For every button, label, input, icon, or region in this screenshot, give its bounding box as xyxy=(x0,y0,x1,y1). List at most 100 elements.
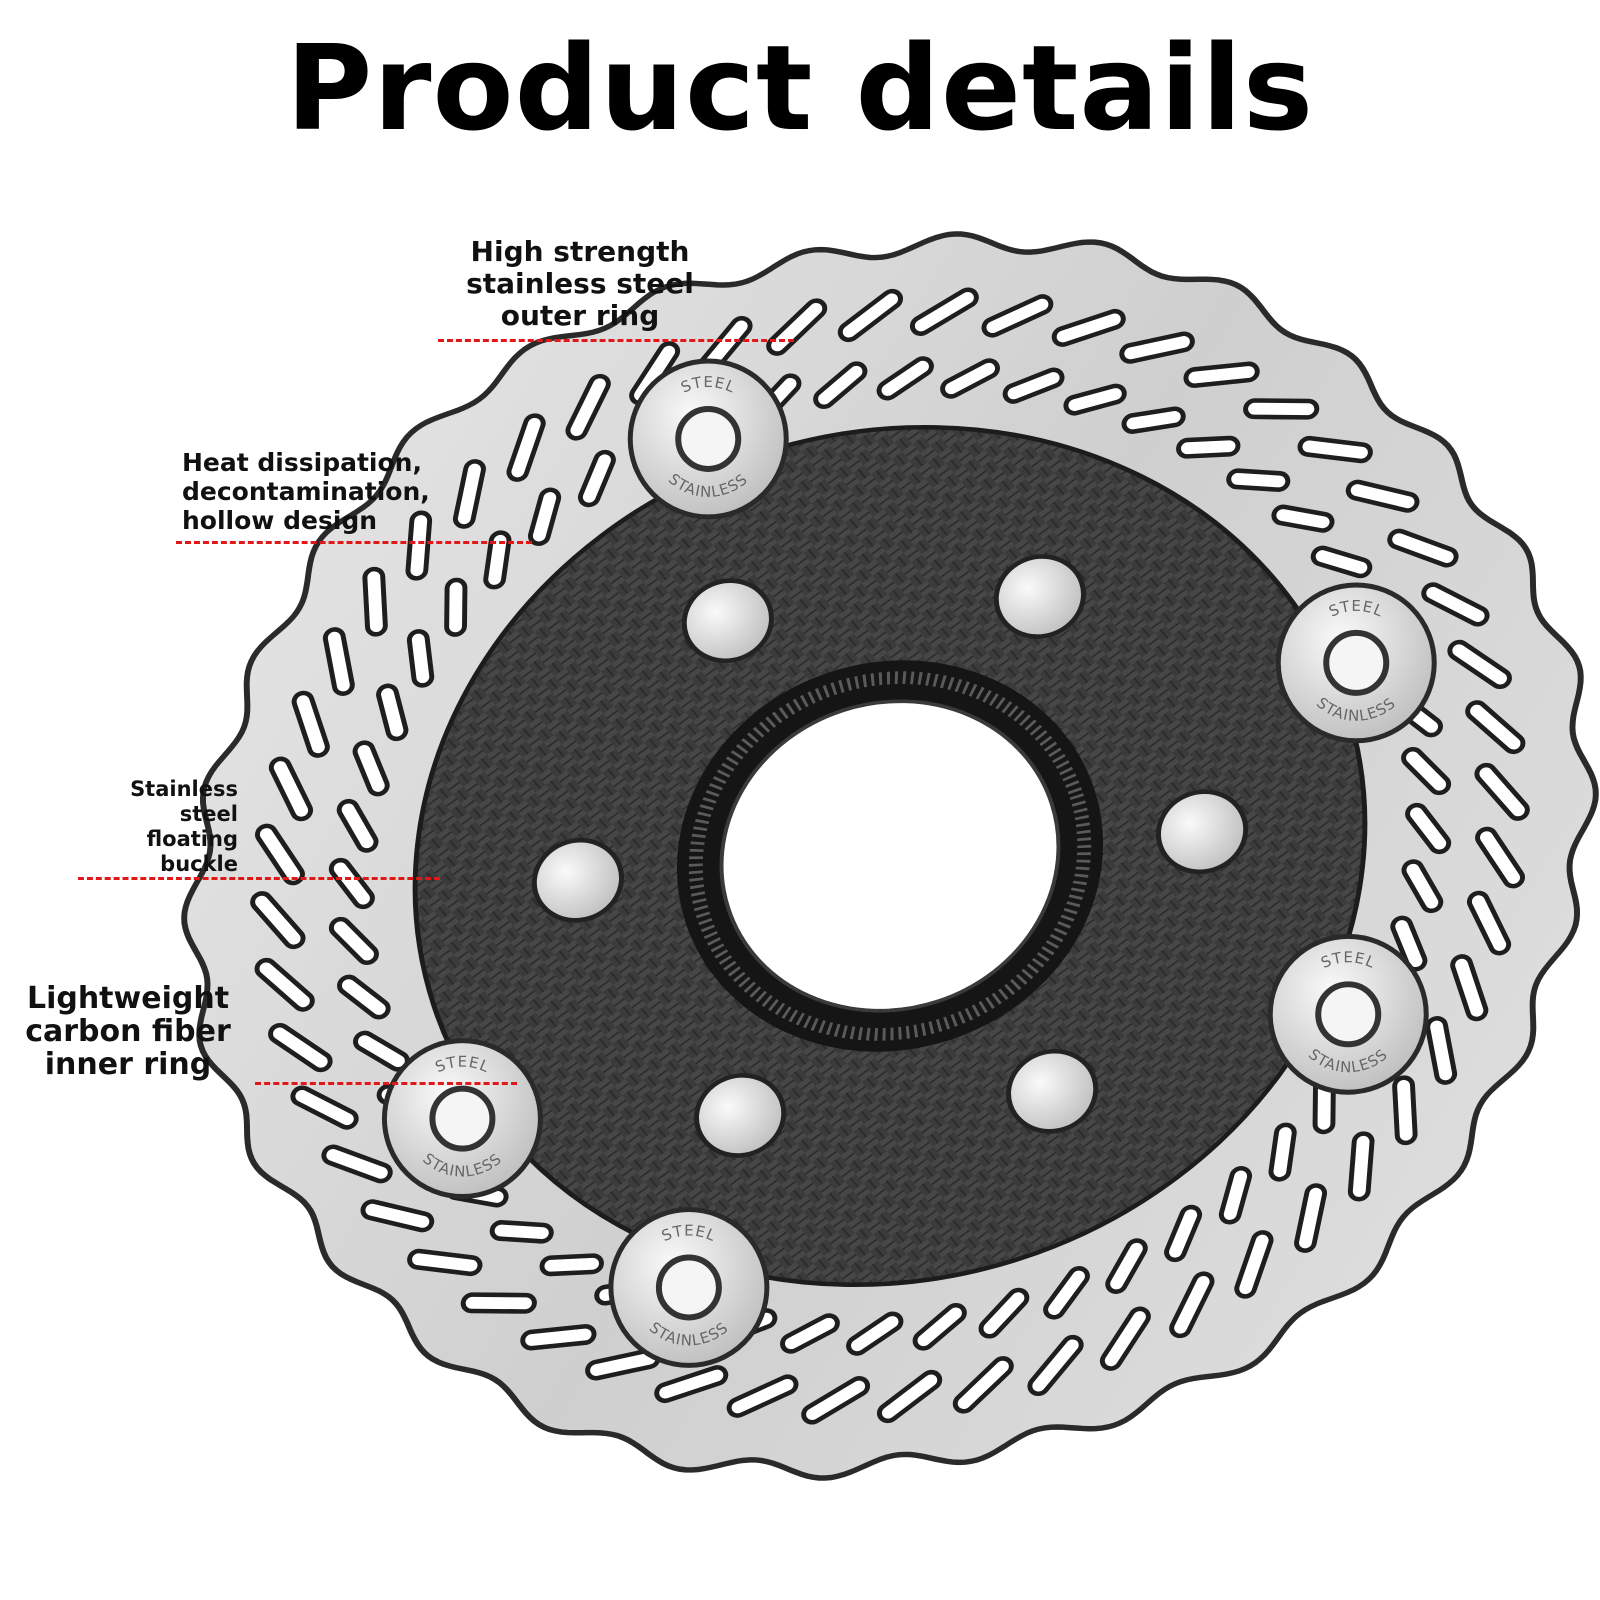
slot xyxy=(654,1365,729,1404)
slot xyxy=(406,629,435,688)
slot xyxy=(1105,1238,1148,1294)
label-line: carbon fiber xyxy=(25,1014,231,1049)
label-outer-ring: High strength stainless steel outer ring xyxy=(430,236,730,332)
leader-line-floating-buckle xyxy=(78,877,440,880)
slot xyxy=(909,287,979,336)
label-heat-dissipation: Heat dissipation, decontamination, hollo… xyxy=(182,448,482,535)
label-line: Stainless xyxy=(130,777,238,801)
slot xyxy=(1243,398,1320,420)
slot xyxy=(1218,1166,1253,1225)
slot xyxy=(1390,915,1428,972)
label-line: Heat dissipation, xyxy=(182,448,422,477)
buckle-hole xyxy=(429,1085,496,1152)
slot xyxy=(1176,435,1241,459)
slot xyxy=(336,798,379,853)
slot xyxy=(1450,954,1489,1022)
slot xyxy=(940,358,1000,399)
slot xyxy=(527,487,562,546)
buckle-hole xyxy=(675,405,742,472)
slot xyxy=(268,1022,333,1073)
leader-line-outer-ring xyxy=(438,339,794,342)
slot xyxy=(460,1292,537,1314)
label-line: High strength xyxy=(470,235,690,268)
slot xyxy=(322,627,355,696)
slot xyxy=(780,1313,840,1354)
slot xyxy=(539,1253,604,1277)
leader-line-heat-dissipation xyxy=(176,541,532,544)
slot xyxy=(1466,890,1512,956)
bolt xyxy=(1006,1048,1099,1134)
slot xyxy=(254,957,315,1012)
slot xyxy=(1425,1016,1458,1085)
slot xyxy=(1027,1334,1084,1397)
slot xyxy=(1271,504,1335,533)
slot xyxy=(801,1376,871,1425)
slot xyxy=(577,449,616,508)
bolt xyxy=(993,554,1086,639)
slot xyxy=(444,577,468,637)
slot xyxy=(489,1220,554,1244)
slot xyxy=(1345,479,1420,513)
label-line: steel xyxy=(179,802,238,826)
slot xyxy=(321,1144,393,1184)
slot xyxy=(483,530,512,590)
label-line: hollow design xyxy=(182,506,378,535)
slot xyxy=(1405,802,1452,855)
slot xyxy=(565,373,611,441)
slot xyxy=(1226,468,1291,492)
slot xyxy=(1169,1271,1215,1339)
slot xyxy=(1268,1122,1297,1182)
slot xyxy=(1119,331,1195,364)
label-line: inner ring xyxy=(44,1047,212,1082)
slot xyxy=(1121,406,1186,434)
slot xyxy=(405,510,433,581)
slot xyxy=(952,1356,1014,1414)
label-line: decontamination, xyxy=(182,477,430,506)
slot xyxy=(268,756,314,822)
label-line: floating xyxy=(146,827,238,851)
slot xyxy=(1401,859,1444,914)
slot xyxy=(1043,1266,1090,1320)
label-line: buckle xyxy=(160,852,238,876)
hub-bore xyxy=(719,699,1061,1013)
page-title: Product details xyxy=(285,19,1315,157)
slot xyxy=(250,891,306,950)
slot xyxy=(290,1085,359,1130)
slot xyxy=(1099,1306,1151,1371)
bolt xyxy=(694,1073,787,1158)
slot xyxy=(837,288,904,343)
slot xyxy=(376,683,409,742)
slot xyxy=(360,1199,435,1233)
slot xyxy=(352,740,390,797)
slot xyxy=(1183,361,1260,388)
slot xyxy=(981,294,1054,338)
slot xyxy=(1347,1131,1375,1202)
mounting-bolts xyxy=(531,554,1249,1158)
slot xyxy=(1475,826,1526,889)
slot xyxy=(1447,639,1512,690)
slot xyxy=(291,690,330,758)
slot xyxy=(1002,367,1065,404)
slot xyxy=(407,1248,483,1277)
bolt xyxy=(1155,789,1249,875)
slot xyxy=(912,1302,967,1351)
leader-line-carbon-ring xyxy=(255,1082,517,1085)
slot xyxy=(1387,528,1459,568)
slot xyxy=(1294,1183,1328,1253)
slot xyxy=(1401,746,1452,796)
buckle-stamp-top: STEEL xyxy=(1326,597,1386,621)
buckle-stamp-top: STEEL xyxy=(1318,948,1378,972)
slot xyxy=(1063,383,1127,416)
slot xyxy=(1421,582,1490,627)
label-line: stainless steel xyxy=(466,267,694,300)
slot xyxy=(337,974,391,1020)
buckle-stamp-top: STEEL xyxy=(659,1221,719,1245)
slot xyxy=(1474,762,1530,821)
slot xyxy=(328,916,379,966)
